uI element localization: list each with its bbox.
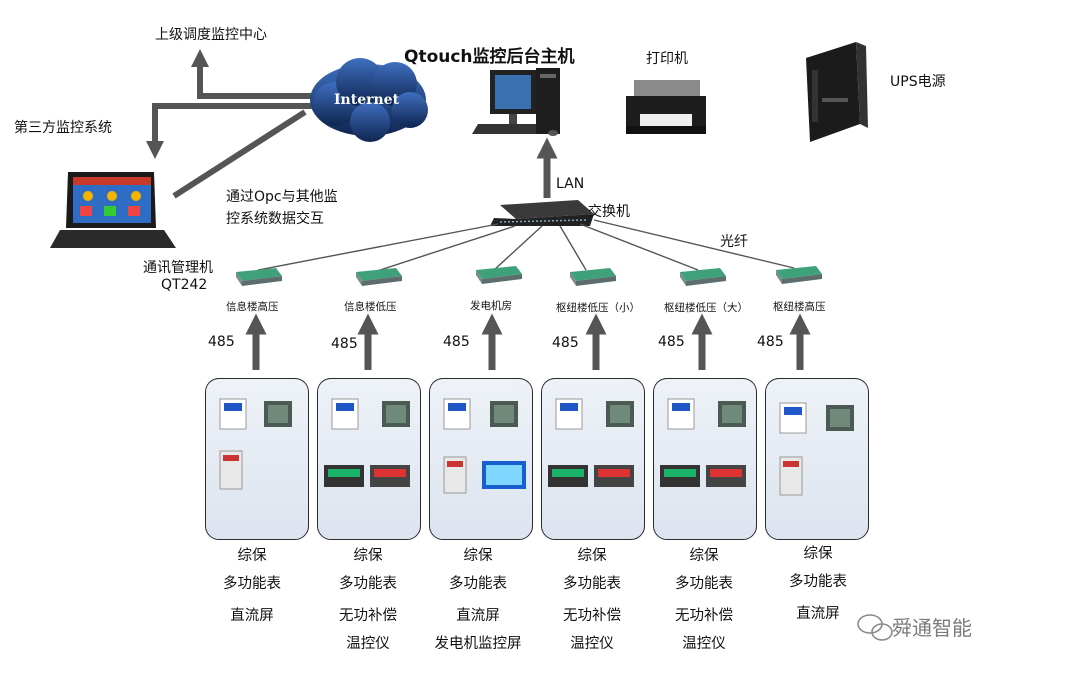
opc-note-line2: 控系统数据交互 [226, 211, 324, 227]
internet-links [146, 49, 330, 199]
device-item: 直流屏 [456, 608, 500, 624]
lan-label: LAN [556, 176, 585, 192]
device-item: 多功能表 [449, 576, 507, 592]
gateway-device-icons [236, 266, 822, 286]
wechat-icon [857, 614, 893, 641]
device-list: 综保 多功能表 直流屏 [182, 542, 322, 630]
panel-equipment-icons [548, 398, 634, 487]
upper-center-label: 上级调度监控中心 [155, 27, 267, 43]
rs485-links [245, 313, 811, 370]
device-item: 综保 [689, 548, 719, 564]
bus-label: 485 [331, 336, 358, 352]
printer-label: 打印机 [646, 51, 688, 67]
device-item: 多功能表 [563, 576, 621, 592]
host-label: Qtouch监控后台主机 [404, 47, 575, 67]
gateway-label: 枢纽楼低压（小） [556, 302, 640, 314]
device-item: 综保 [803, 546, 833, 562]
bus-label: 485 [443, 334, 470, 350]
printer-icon [626, 80, 706, 134]
ups-icon [806, 42, 868, 142]
device-item: 综保 [237, 548, 267, 564]
network-switch-icon [490, 200, 594, 226]
panel-equipment-icons [219, 398, 292, 490]
panel-equipment-icons [443, 398, 526, 494]
device-list: 综保 多功能表 直流屏 [748, 540, 888, 628]
host-computer-icon [472, 68, 560, 136]
gateway-device-icon [236, 268, 282, 286]
device-item: 多功能表 [223, 576, 281, 592]
comm-manager-label: 通讯管理机 [143, 260, 213, 276]
device-item: 温控仪 [682, 636, 726, 652]
device-item: 发电机监控屏 [434, 636, 522, 652]
device-item: 多功能表 [339, 576, 397, 592]
device-item: 温控仪 [570, 636, 614, 652]
device-panel [317, 378, 421, 540]
internet-cloud-icon [310, 58, 428, 142]
laptop-icon [50, 172, 176, 248]
panel-equipment-icons [660, 398, 746, 487]
gateway-label: 信息楼高压 [226, 301, 279, 313]
opc-note-line1: 通过Opc与其他监 [226, 189, 338, 205]
device-panel [205, 378, 309, 540]
device-item: 多功能表 [675, 576, 733, 592]
device-item: 多功能表 [789, 574, 847, 590]
device-panel [653, 378, 757, 540]
device-item: 无功补偿 [339, 608, 397, 624]
gateway-device-icon [776, 266, 822, 284]
bus-label: 485 [552, 335, 579, 351]
gateway-device-icon [680, 268, 726, 286]
bus-label: 485 [757, 334, 784, 350]
internet-label: Internet [334, 92, 400, 108]
device-panel [429, 378, 533, 540]
fiber-links [257, 219, 795, 273]
bus-label: 485 [658, 334, 685, 350]
device-list: 综保 多功能表 无功补偿 温控仪 [298, 542, 438, 658]
gateway-device-icon [356, 268, 402, 286]
device-panel [765, 378, 869, 540]
device-item: 温控仪 [346, 636, 390, 652]
watermark-text: 舜通智能 [892, 616, 972, 640]
gateway-label: 枢纽楼低压（大） [664, 302, 748, 314]
device-item: 综保 [463, 548, 493, 564]
gateway-label: 信息楼低压 [344, 301, 397, 313]
third-party-label: 第三方监控系统 [14, 120, 112, 136]
switch-label: 交换机 [588, 204, 630, 220]
comm-manager-model: QT242 [161, 277, 208, 293]
ups-label: UPS电源 [890, 74, 946, 90]
device-item: 综保 [353, 548, 383, 564]
device-list: 综保 多功能表 无功补偿 温控仪 [634, 542, 774, 658]
gateway-label: 发电机房 [470, 300, 512, 312]
gateway-label: 枢纽楼高压 [773, 301, 826, 313]
device-list: 综保 多功能表 直流屏 发电机监控屏 [408, 542, 548, 658]
device-item: 无功补偿 [675, 608, 733, 624]
device-panel [541, 378, 645, 540]
panel-equipment-icons [779, 402, 854, 496]
fiber-label: 光纤 [720, 234, 748, 250]
device-item: 直流屏 [230, 608, 274, 624]
device-item: 无功补偿 [563, 608, 621, 624]
device-list: 综保 多功能表 无功补偿 温控仪 [522, 542, 662, 658]
device-item: 直流屏 [796, 606, 840, 622]
panel-equipment-icons [324, 398, 410, 487]
gateway-device-icon [570, 268, 616, 286]
device-item: 综保 [577, 548, 607, 564]
bus-label: 485 [208, 334, 235, 350]
gateway-device-icon [476, 266, 522, 284]
